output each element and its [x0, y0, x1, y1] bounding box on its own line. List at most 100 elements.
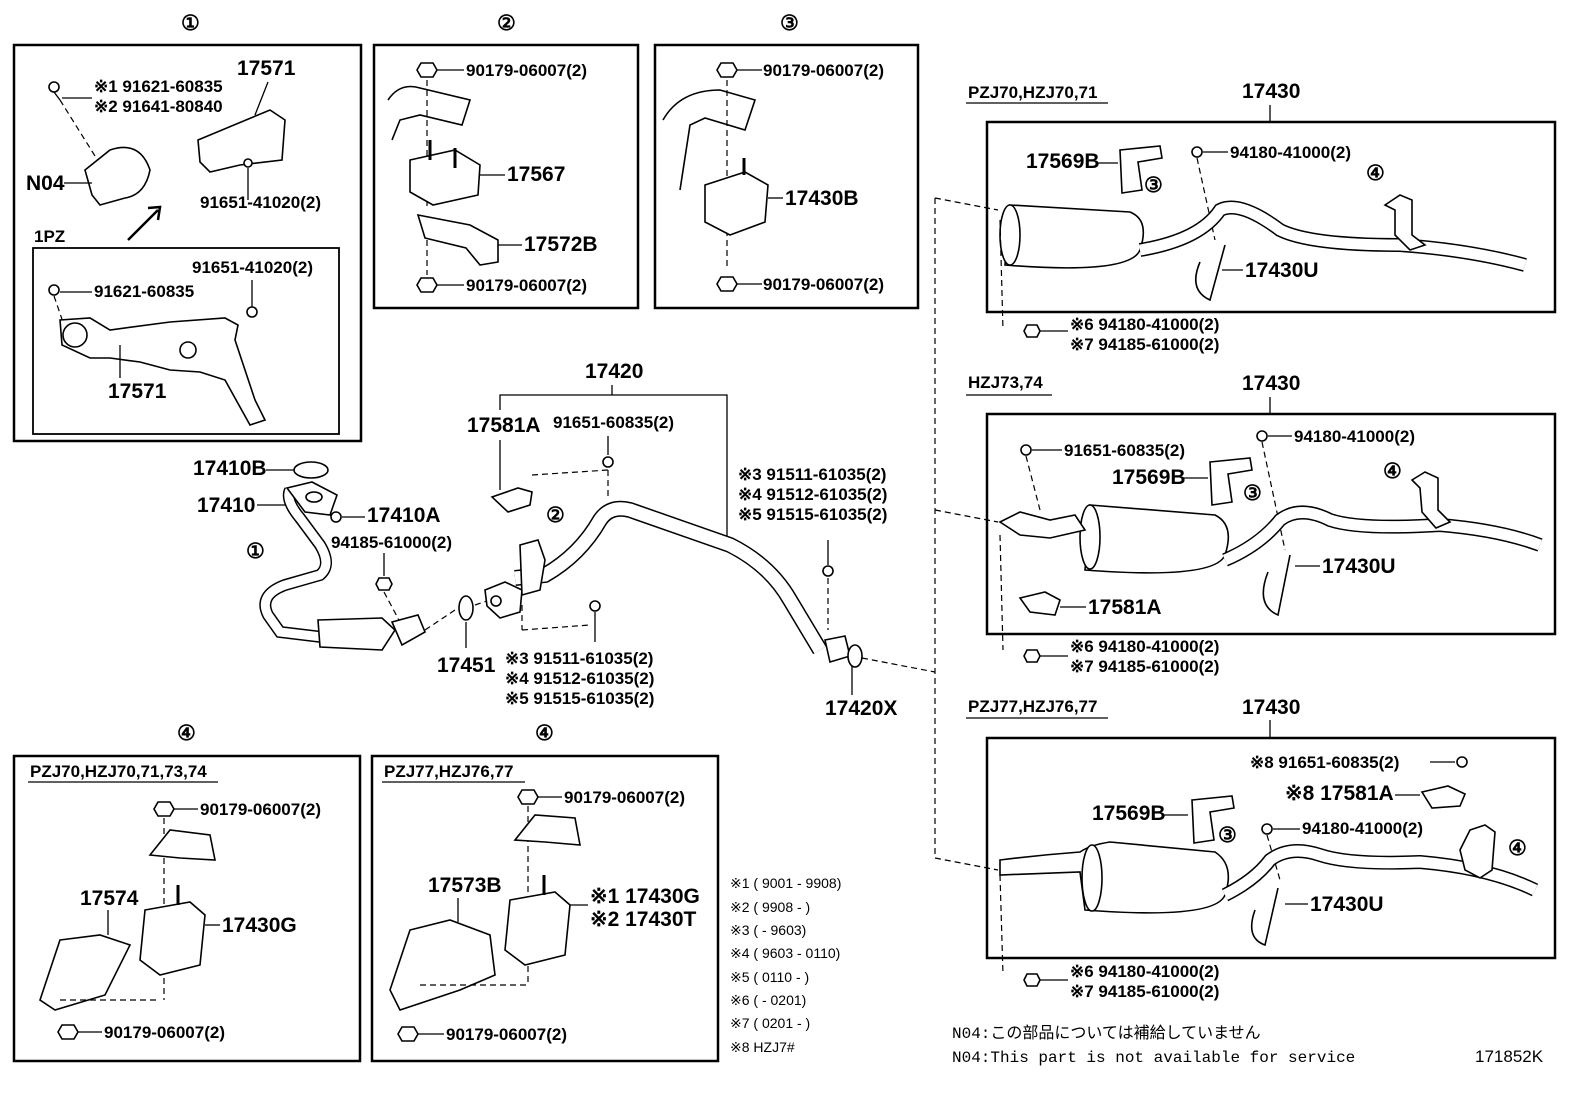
part-17581a-rbox3[interactable]: ※8 17581A [1285, 782, 1394, 805]
nut-icon [57, 1024, 79, 1040]
part-17420x[interactable]: 17420X [825, 697, 897, 720]
note-5-low[interactable]: ※5 91515-61035(2) [505, 689, 654, 708]
part-n04[interactable]: N04 [26, 172, 65, 195]
callout-3-rbox1: ③ [1144, 174, 1163, 197]
callout-3-rbox3: ③ [1218, 824, 1237, 847]
callout-1-center: ① [246, 540, 265, 563]
sub-bolt-91621-60835[interactable]: 91621-60835 [94, 282, 194, 301]
nut-top-90179-4b[interactable]: 90179-06007(2) [564, 788, 685, 807]
sub-bolt-icon [48, 284, 60, 296]
part-17569b-rbox2[interactable]: 17569B [1112, 466, 1186, 489]
note-6-rbox3[interactable]: ※6 94180-41000(2) [1070, 962, 1219, 981]
box-3: 90179-06007(2) 17430B 90179-06007(2) [653, 43, 920, 310]
model-rbox1: PZJ70,HZJ70,71 [968, 83, 1097, 102]
note-1-bolt[interactable]: ※1 91621-60835 [94, 77, 223, 96]
nut-94180-rbox3[interactable]: 94180-41000(2) [1302, 819, 1423, 838]
diagram-number: 171852K [1475, 1047, 1544, 1066]
bolt-91651-rbox2[interactable]: 91651-60835(2) [1064, 441, 1185, 460]
legend-3: ※3 ( - 9603) [730, 922, 806, 938]
legend-8: ※8 HZJ7# [730, 1039, 795, 1055]
bolt-91651-41020[interactable]: 91651-41020(2) [200, 193, 321, 212]
bracket-17571-1pz-icon [59, 317, 267, 426]
frame-rail-icon [387, 85, 472, 141]
part-17430g-4b[interactable]: ※1 17430G [590, 885, 700, 908]
nut-top-90179-b3[interactable]: 90179-06007(2) [763, 61, 884, 80]
bolt-icon [48, 81, 60, 93]
nut-icon [153, 801, 175, 817]
part-17572b[interactable]: 17572B [524, 233, 598, 256]
right-box-2: HZJ73,74 17430 91651-60835(2) 94180-4100… [966, 372, 1557, 676]
part-17430-rbox3[interactable]: 17430 [1242, 696, 1300, 719]
nut-bottom-90179[interactable]: 90179-06007(2) [466, 276, 587, 295]
bolt-91651-rbox3[interactable]: ※8 91651-60835(2) [1250, 753, 1399, 772]
note-7-rbox3[interactable]: ※7 94185-61000(2) [1070, 982, 1219, 1001]
part-17430-rbox1[interactable]: 17430 [1242, 80, 1300, 103]
right-box-3: PZJ77,HZJ76,77 17430 ※8 91651-60835(2) ※… [966, 696, 1557, 1001]
nut-bottom-90179-4b[interactable]: 90179-06007(2) [446, 1025, 567, 1044]
center-assembly: 17420 17581A 91651-60835(2) ② 17410B 174… [193, 360, 936, 720]
part-17581a-rbox2[interactable]: 17581A [1088, 596, 1162, 619]
sensor-17581a-icon [1420, 785, 1467, 809]
nut-top-90179-4a[interactable]: 90179-06007(2) [200, 800, 321, 819]
hanger-17569b-icon [1209, 457, 1253, 506]
frame-icon [513, 814, 581, 846]
frame-rail-icon [662, 89, 757, 191]
note-6-rbox2[interactable]: ※6 94180-41000(2) [1070, 637, 1219, 656]
part-17420[interactable]: 17420 [585, 360, 643, 383]
callout-4-box4b: ④ [535, 722, 554, 745]
hanger-bracket-icon [1410, 471, 1452, 529]
flange-rear-icon [824, 635, 851, 664]
n04-bracket-icon [84, 146, 151, 206]
frame-icon [148, 829, 216, 861]
nut-94180-rbox2[interactable]: 94180-41000(2) [1294, 427, 1415, 446]
note-4-low[interactable]: ※4 91512-61035(2) [505, 669, 654, 688]
legend-5: ※5 ( 0110 - ) [730, 969, 809, 985]
note-6-rbox1[interactable]: ※6 94180-41000(2) [1070, 315, 1219, 334]
part-17569b-rbox3[interactable]: 17569B [1092, 802, 1166, 825]
part-17430t-4b[interactable]: ※2 17430T [590, 908, 697, 931]
nut-top-90179[interactable]: 90179-06007(2) [466, 61, 587, 80]
part-17430u-rbox3[interactable]: 17430U [1310, 893, 1384, 916]
nut-bottom-90179-4a[interactable]: 90179-06007(2) [104, 1023, 225, 1042]
legend: ※1 ( 9001 - 9908) ※2 ( 9908 - ) ※3 ( - 9… [730, 875, 841, 1055]
mount-17430g-icon [504, 891, 571, 966]
part-17573b[interactable]: 17573B [428, 874, 502, 897]
sub-bolt-91651-41020[interactable]: 91651-41020(2) [192, 258, 313, 277]
note-3-low[interactable]: ※3 91511-61035(2) [505, 649, 653, 668]
nut-94185-61000-center[interactable]: 94185-61000(2) [331, 533, 452, 552]
note-3-right[interactable]: ※3 91511-61035(2) [738, 465, 886, 484]
note-2-bolt[interactable]: ※2 91641-80840 [94, 97, 223, 116]
part-17410b[interactable]: 17410B [193, 457, 267, 480]
part-17430-rbox2[interactable]: 17430 [1242, 372, 1300, 395]
nut-94180-rbox1[interactable]: 94180-41000(2) [1230, 143, 1351, 162]
nut-icon [397, 1026, 419, 1042]
part-17571-bottom[interactable]: 17571 [108, 380, 167, 403]
note-5-right[interactable]: ※5 91515-61035(2) [738, 505, 887, 524]
part-17581a-center[interactable]: 17581A [467, 414, 541, 437]
callout-3-rbox2: ③ [1243, 482, 1262, 505]
nut-bottom-90179-b3[interactable]: 90179-06007(2) [763, 275, 884, 294]
note-7-rbox1[interactable]: ※7 94185-61000(2) [1070, 335, 1219, 354]
part-17451[interactable]: 17451 [437, 654, 496, 677]
legend-7: ※7 ( 0201 - ) [730, 1015, 810, 1031]
box-1: 17571 ※1 91621-60835 ※2 91641-80840 N04 … [12, 43, 363, 443]
part-17574[interactable]: 17574 [80, 887, 139, 910]
part-17567[interactable]: 17567 [507, 163, 565, 186]
note-7-rbox2[interactable]: ※7 94185-61000(2) [1070, 657, 1219, 676]
part-17430u-rbox1[interactable]: 17430U [1245, 259, 1319, 282]
legend-2: ※2 ( 9908 - ) [730, 899, 810, 915]
footer-n04-english: N04:This part is not available for servi… [952, 1049, 1355, 1067]
part-17571-top[interactable]: 17571 [237, 57, 296, 80]
note-4-right[interactable]: ※4 91512-61035(2) [738, 485, 887, 504]
part-17430g-4a[interactable]: 17430G [222, 914, 297, 937]
part-17410a[interactable]: 17410A [367, 504, 441, 527]
clamp-17430u-icon [1250, 887, 1279, 947]
part-17430b[interactable]: 17430B [785, 187, 859, 210]
part-17569b-rbox1[interactable]: 17569B [1026, 150, 1100, 173]
part-17410[interactable]: 17410 [197, 494, 255, 517]
callout-4-box4a: ④ [177, 722, 196, 745]
bolt-91651-60835-center[interactable]: 91651-60835(2) [553, 413, 674, 432]
part-17430u-rbox2[interactable]: 17430U [1322, 555, 1396, 578]
callout-1-top: ① [181, 12, 200, 35]
box-2: 90179-06007(2) 17567 17572B 90179-06007(… [372, 43, 640, 310]
